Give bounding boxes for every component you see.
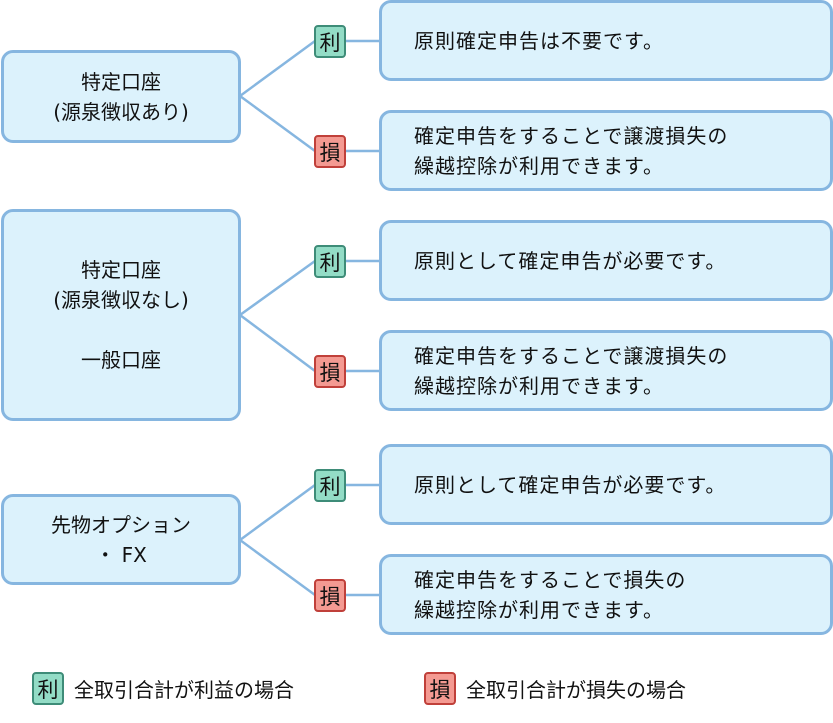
profit-badge: 利	[314, 245, 346, 278]
profit-badge: 利	[314, 25, 346, 58]
legend-profit-badge: 利	[32, 672, 64, 705]
legend-profit-text: 全取引合計が利益の場合	[74, 678, 294, 702]
connector-g2-loss	[239, 313, 316, 373]
account-label-line: ・ FX	[95, 542, 147, 567]
loss-badge: 損	[314, 579, 346, 612]
legend-loss-badge: 損	[424, 672, 456, 705]
connector-g3-profit	[239, 483, 316, 542]
outcome-text-line: 確定申告をすることで譲渡損失の	[414, 343, 729, 368]
account-label-line: 特定口座	[81, 258, 161, 282]
outcome-text-line: 原則として確定申告が必要です。	[414, 472, 727, 497]
outcome-text-line: 原則として確定申告が必要です。	[414, 248, 727, 273]
account-label-line: (源泉徴収あり)	[53, 99, 189, 124]
profit-outcome-box: 原則として確定申告が必要です。	[379, 444, 833, 525]
account-box-tokutei-withholding: 特定口座 (源泉徴収あり)	[1, 50, 241, 143]
connector-g2-profit	[239, 259, 316, 317]
profit-outcome-box: 原則確定申告は不要です。	[379, 0, 833, 81]
connector-g3-loss	[239, 538, 316, 597]
loss-outcome-box: 確定申告をすることで譲渡損失の 繰越控除が利用できます。	[379, 110, 833, 191]
outcome-text-line: 繰越控除が利用できます。	[414, 373, 664, 398]
outcome-text-line: 繰越控除が利用できます。	[414, 597, 664, 622]
loss-badge: 損	[314, 135, 346, 168]
account-label-line: (源泉徴収なし)	[53, 288, 189, 312]
outcome-text-line: 原則確定申告は不要です。	[414, 28, 664, 53]
outcome-text-line: 確定申告をすることで譲渡損失の	[414, 123, 729, 148]
outcome-text-line: 確定申告をすることで損失の	[414, 567, 687, 592]
legend-loss: 損 全取引合計が損失の場合	[424, 672, 686, 705]
profit-outcome-box: 原則として確定申告が必要です。	[379, 220, 833, 301]
account-label-line: 先物オプション	[51, 512, 191, 537]
legend-profit: 利 全取引合計が利益の場合	[32, 672, 294, 705]
account-box-tokutei-no-withholding-general: 特定口座 (源泉徴収なし) 一般口座	[1, 209, 241, 421]
outcome-text-line: 繰越控除が利用できます。	[414, 153, 664, 178]
account-box-futures-options-fx: 先物オプション ・ FX	[1, 494, 241, 585]
loss-outcome-box: 確定申告をすることで譲渡損失の 繰越控除が利用できます。	[379, 330, 833, 411]
connector-g1-profit	[239, 39, 316, 98]
legend-loss-text: 全取引合計が損失の場合	[466, 678, 686, 702]
account-label-line: 特定口座	[81, 69, 161, 94]
connector-g1-loss	[239, 94, 316, 153]
profit-badge: 利	[314, 469, 346, 502]
loss-badge: 損	[314, 355, 346, 388]
loss-outcome-box: 確定申告をすることで損失の 繰越控除が利用できます。	[379, 554, 833, 635]
account-label-line: 一般口座	[81, 348, 161, 372]
